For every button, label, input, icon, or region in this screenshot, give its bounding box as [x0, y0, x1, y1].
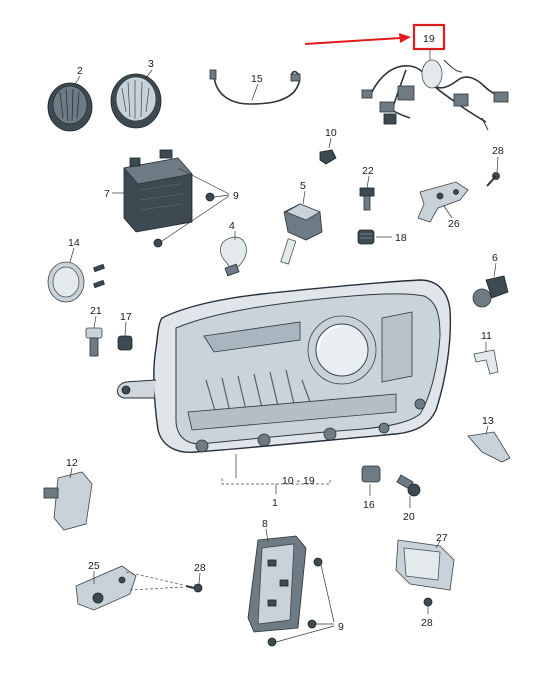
label-22: 22 — [362, 165, 374, 177]
leader-14 — [69, 247, 75, 263]
label-1: 1 — [272, 497, 278, 509]
part-22-screw — [359, 187, 375, 211]
label-6: 6 — [492, 252, 498, 264]
part-3-cap — [110, 73, 162, 129]
leader-28a — [496, 156, 499, 173]
label-28a: 28 — [492, 145, 504, 157]
part-15-wire-harness — [209, 69, 301, 105]
label-25: 25 — [88, 560, 100, 572]
label-10: 10 — [325, 127, 337, 139]
part-9-screws-lower — [267, 557, 335, 647]
label-14: 14 — [68, 237, 80, 249]
leader-28b — [198, 572, 201, 585]
part-18-nut — [357, 229, 375, 245]
label-21: 21 — [90, 305, 102, 317]
label-4: 4 — [229, 220, 235, 232]
part-9-screws-upper — [153, 167, 230, 248]
label-26: 26 — [448, 218, 460, 230]
part-7-control-unit — [123, 149, 193, 233]
highlight-arrow — [304, 33, 411, 45]
part-26-bracket — [417, 181, 469, 223]
part-16-nut — [361, 465, 381, 483]
dash-25-28b — [129, 586, 185, 591]
leader-21 — [93, 315, 97, 329]
part-28-screw-top — [486, 172, 500, 187]
label-8: 8 — [262, 518, 268, 530]
leader-27 — [435, 540, 441, 549]
highlight-box-19 — [412, 23, 446, 51]
leader-5 — [302, 190, 306, 205]
part-28-screw-lower-right — [423, 597, 433, 607]
part-28-screw-lower-left — [185, 583, 203, 593]
label-15: 15 — [251, 73, 263, 85]
part-6-actuator — [472, 275, 509, 308]
part-2-cap — [47, 82, 93, 132]
part-5-bulb-socket — [280, 203, 323, 265]
leader-22 — [366, 175, 370, 189]
leader-17 — [124, 321, 127, 337]
leader-6 — [493, 262, 497, 278]
leader-15 — [251, 83, 259, 101]
label-5: 5 — [300, 180, 306, 192]
part-10-clip — [319, 149, 337, 165]
leader-2 — [73, 75, 81, 87]
part-19-wiring-harness — [361, 59, 509, 131]
label-12: 12 — [66, 457, 78, 469]
label-9b: 9 — [338, 621, 344, 633]
leader-13 — [485, 425, 489, 435]
label-16: 16 — [363, 499, 375, 511]
part-27-bracket — [395, 539, 455, 591]
part-11-clip — [473, 349, 499, 375]
label-13: 13 — [482, 415, 494, 427]
label-27: 27 — [436, 532, 448, 544]
part-25-bracket — [75, 565, 137, 611]
leader-8 — [265, 528, 269, 543]
label-17: 17 — [120, 311, 132, 323]
part-4-bulb — [220, 236, 247, 277]
label-28b: 28 — [194, 562, 206, 574]
leader-10 — [328, 137, 332, 149]
label-28c: 28 — [421, 617, 433, 629]
label-11: 11 — [481, 330, 492, 342]
part-12-motor — [43, 471, 93, 531]
label-7: 7 — [104, 188, 110, 200]
part-13-cap — [467, 431, 511, 463]
part-1-headlight-assembly — [117, 279, 452, 453]
label-2: 2 — [77, 65, 83, 77]
part-20-screw — [396, 474, 421, 497]
label-20: 20 — [403, 511, 415, 523]
part-8-control-module — [247, 535, 307, 633]
part-21-bolt — [85, 327, 103, 357]
label-19: 19 — [423, 33, 435, 45]
leader-12 — [69, 467, 73, 479]
part-17-nut — [117, 335, 133, 351]
part-14-cover — [47, 261, 105, 303]
label-18: 18 — [395, 232, 407, 244]
leader-26 — [443, 205, 453, 219]
label-1-range: 10 - 19 — [282, 475, 315, 487]
leader-3 — [144, 69, 153, 80]
label-3: 3 — [148, 58, 154, 70]
label-9a: 9 — [233, 190, 239, 202]
